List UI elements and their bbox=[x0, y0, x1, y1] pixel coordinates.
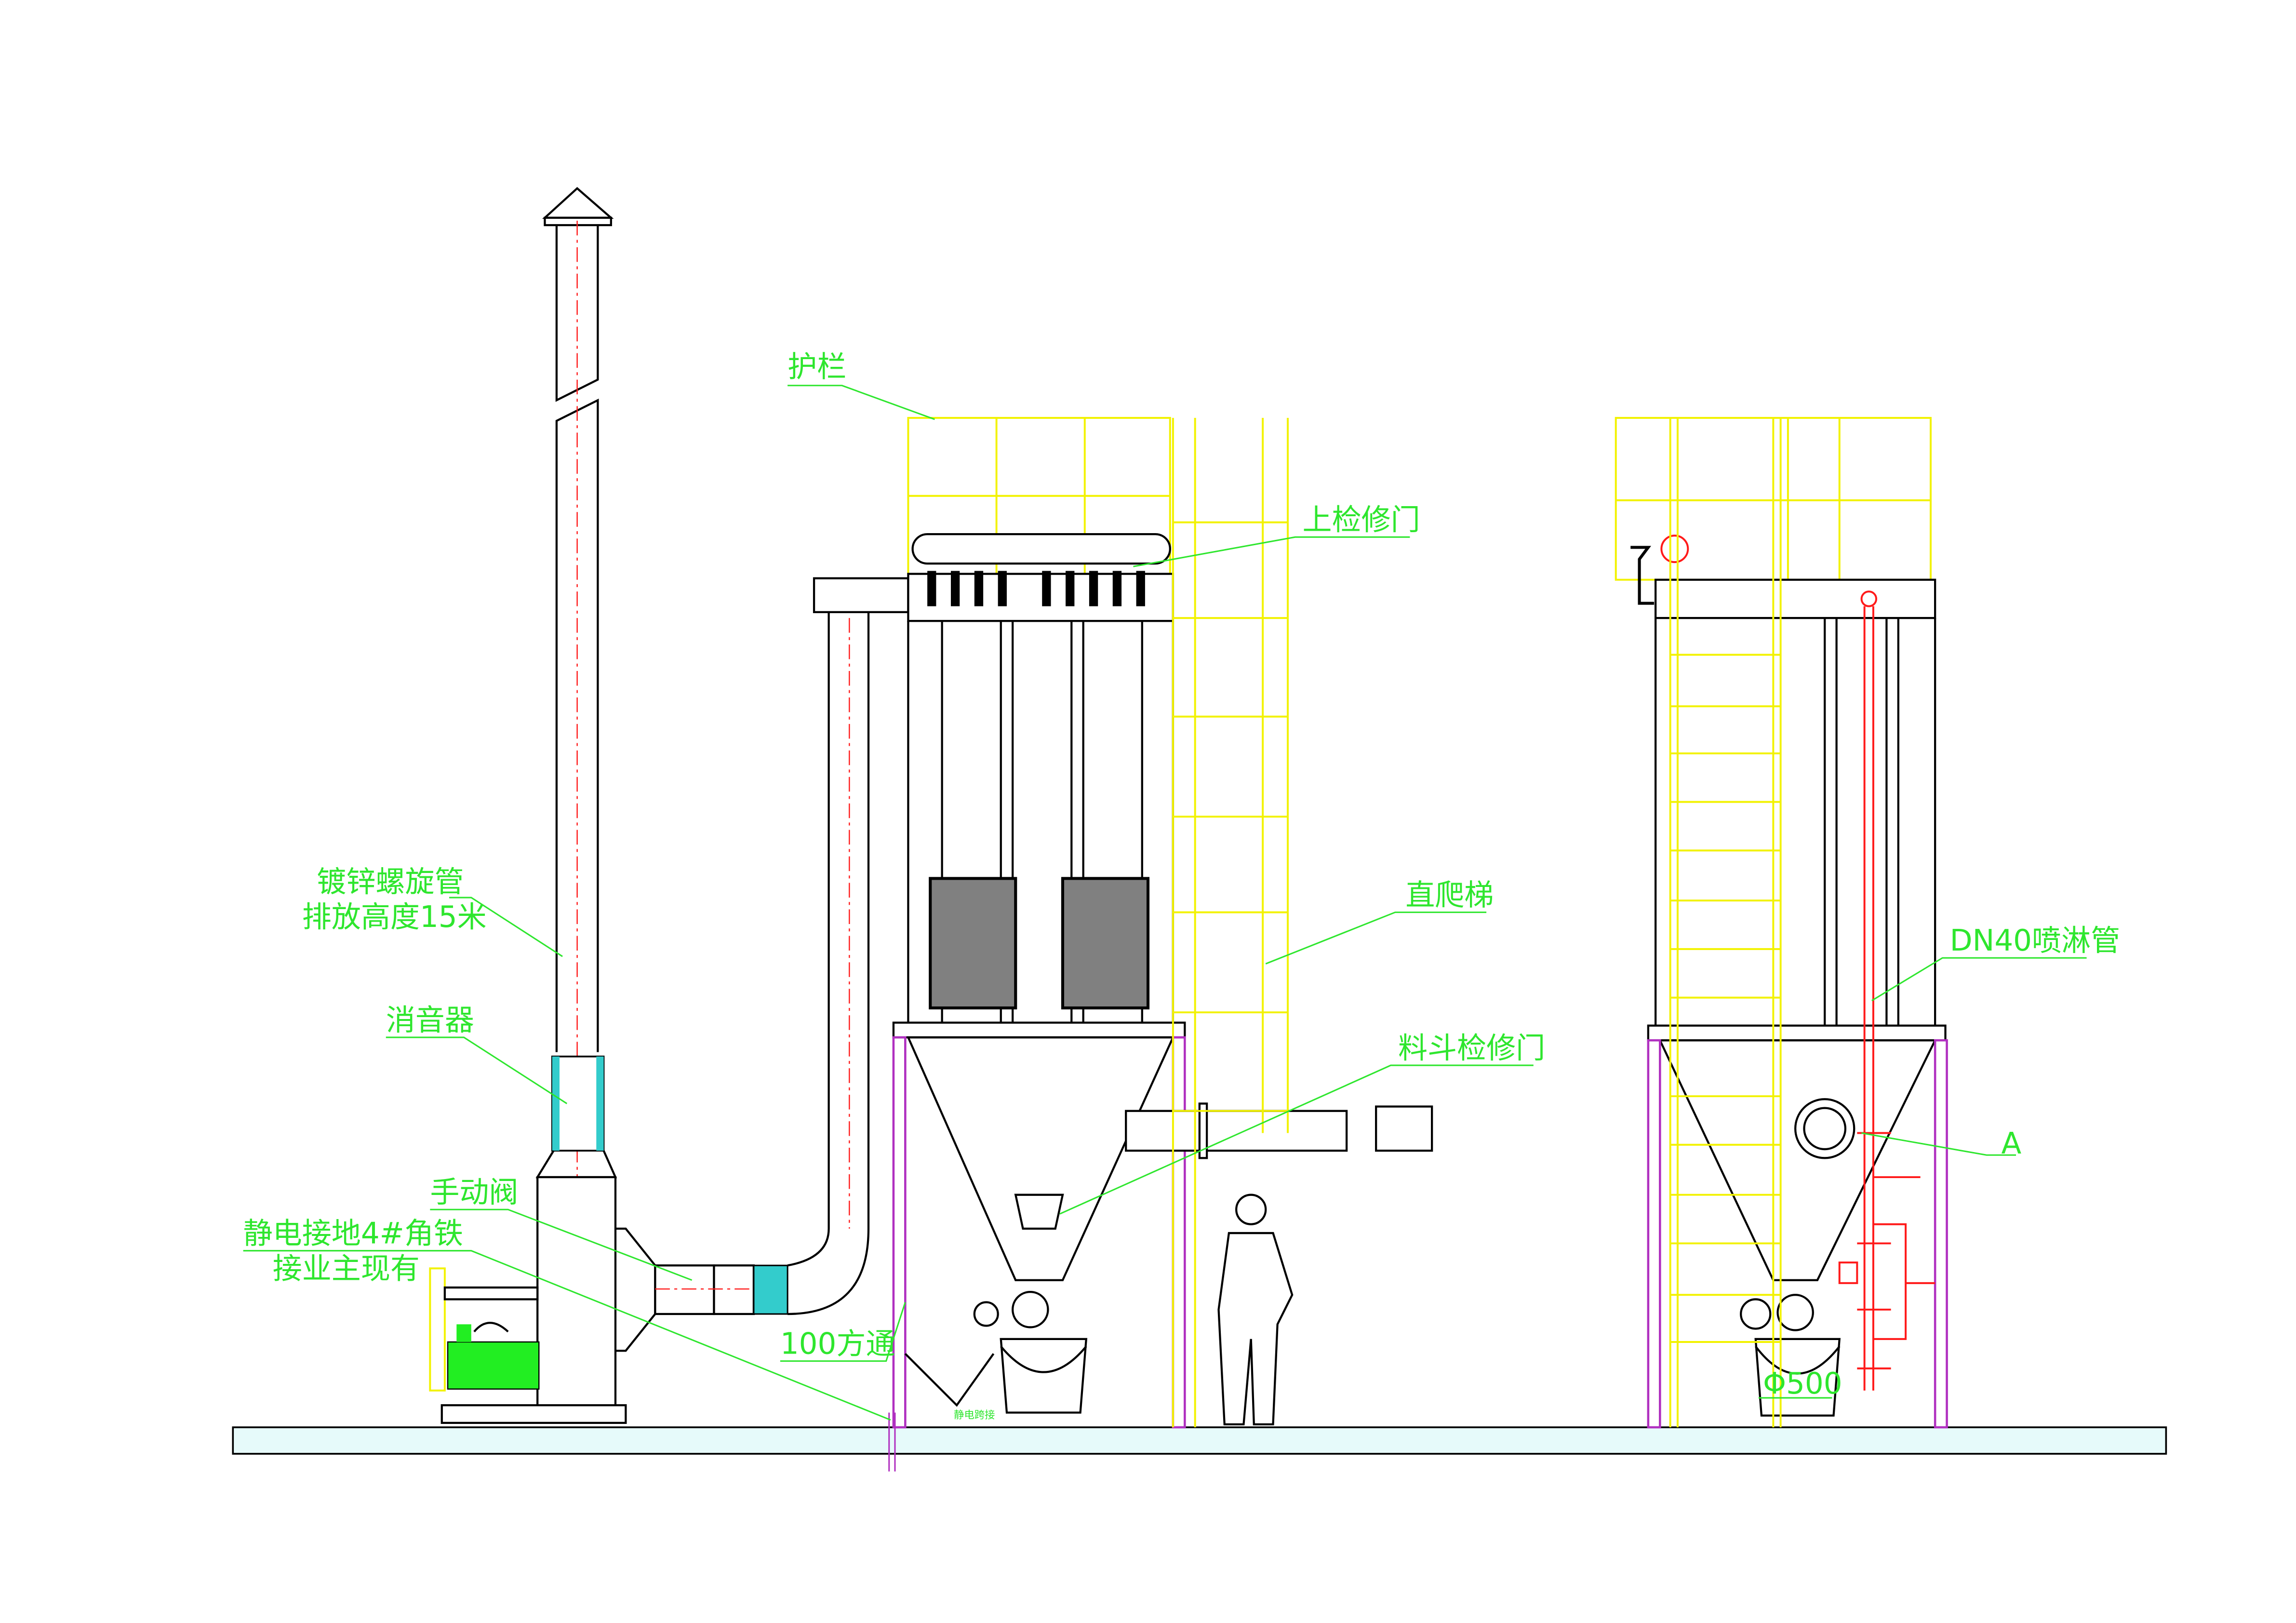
dust-collector-right bbox=[1615, 416, 1948, 1429]
label-spray-pipe: DN40喷淋管 bbox=[1950, 924, 2121, 958]
label-ladder: 直爬梯 bbox=[1405, 878, 1494, 912]
label-grounding: 静电接地4#角铁 bbox=[243, 1216, 463, 1250]
label-square-tube: 100方通 bbox=[780, 1327, 895, 1361]
annotation-manual-valve: 手动阀 bbox=[430, 1175, 693, 1281]
annotation-diameter: Φ500 bbox=[1758, 1367, 1842, 1401]
label-silencer: 消音器 bbox=[386, 1003, 474, 1037]
label-hopper-door: 料斗检修门 bbox=[1398, 1031, 1545, 1065]
exhaust-stack bbox=[441, 187, 627, 1424]
annotation-detail-a: A bbox=[1861, 1127, 2021, 1161]
fan-housing bbox=[536, 1176, 617, 1421]
filter-access-door bbox=[929, 877, 1017, 1010]
label-guardrail: 护栏 bbox=[788, 349, 846, 384]
annotation-spray-pipe: DN40喷淋管 bbox=[1871, 924, 2121, 1002]
hopper-manhole bbox=[1794, 1098, 1855, 1159]
annotation-guardrail: 护栏 bbox=[788, 349, 935, 420]
annotation-upper-door: 上检修门 bbox=[1133, 503, 1420, 567]
fan-motor bbox=[429, 1267, 540, 1392]
filter-access-door bbox=[1061, 877, 1150, 1010]
label-emission-height: 排放高度15米 bbox=[302, 900, 487, 934]
label-spiral-pipe: 镀锌螺旋管 bbox=[317, 865, 464, 899]
annotation-square-tube: 100方通 bbox=[780, 1302, 906, 1362]
flex-connector bbox=[753, 1264, 788, 1315]
label-upper-door: 上检修门 bbox=[1303, 503, 1420, 537]
inlet-duct bbox=[615, 577, 909, 1352]
ground-slab bbox=[232, 1426, 2167, 1455]
dust-collector-left bbox=[892, 416, 1433, 1429]
annotation-hopper-door: 料斗检修门 bbox=[1059, 1031, 1545, 1215]
silencer bbox=[551, 1055, 605, 1152]
label-static-bridge: 静电跨接 bbox=[954, 1409, 995, 1422]
label-connect-existing: 接业主现有 bbox=[273, 1252, 420, 1286]
ladder-right bbox=[1669, 417, 1782, 1428]
label-diameter: Φ500 bbox=[1763, 1367, 1842, 1401]
annotation-grounding: 静电接地4#角铁 接业主现有 bbox=[243, 1216, 891, 1421]
spray-pipe bbox=[1838, 590, 1936, 1391]
valve-handwheel-icon bbox=[1660, 535, 1689, 563]
person-figure bbox=[1217, 1194, 1294, 1426]
label-manual-valve: 手动阀 bbox=[430, 1175, 518, 1209]
annotation-spiral-pipe: 镀锌螺旋管 排放高度15米 bbox=[302, 865, 563, 957]
annotation-silencer: 消音器 bbox=[386, 1003, 568, 1104]
annotation-ladder: 直爬梯 bbox=[1265, 878, 1494, 965]
ladder-left bbox=[1172, 417, 1289, 1428]
hopper-access-door bbox=[1014, 1194, 1064, 1230]
